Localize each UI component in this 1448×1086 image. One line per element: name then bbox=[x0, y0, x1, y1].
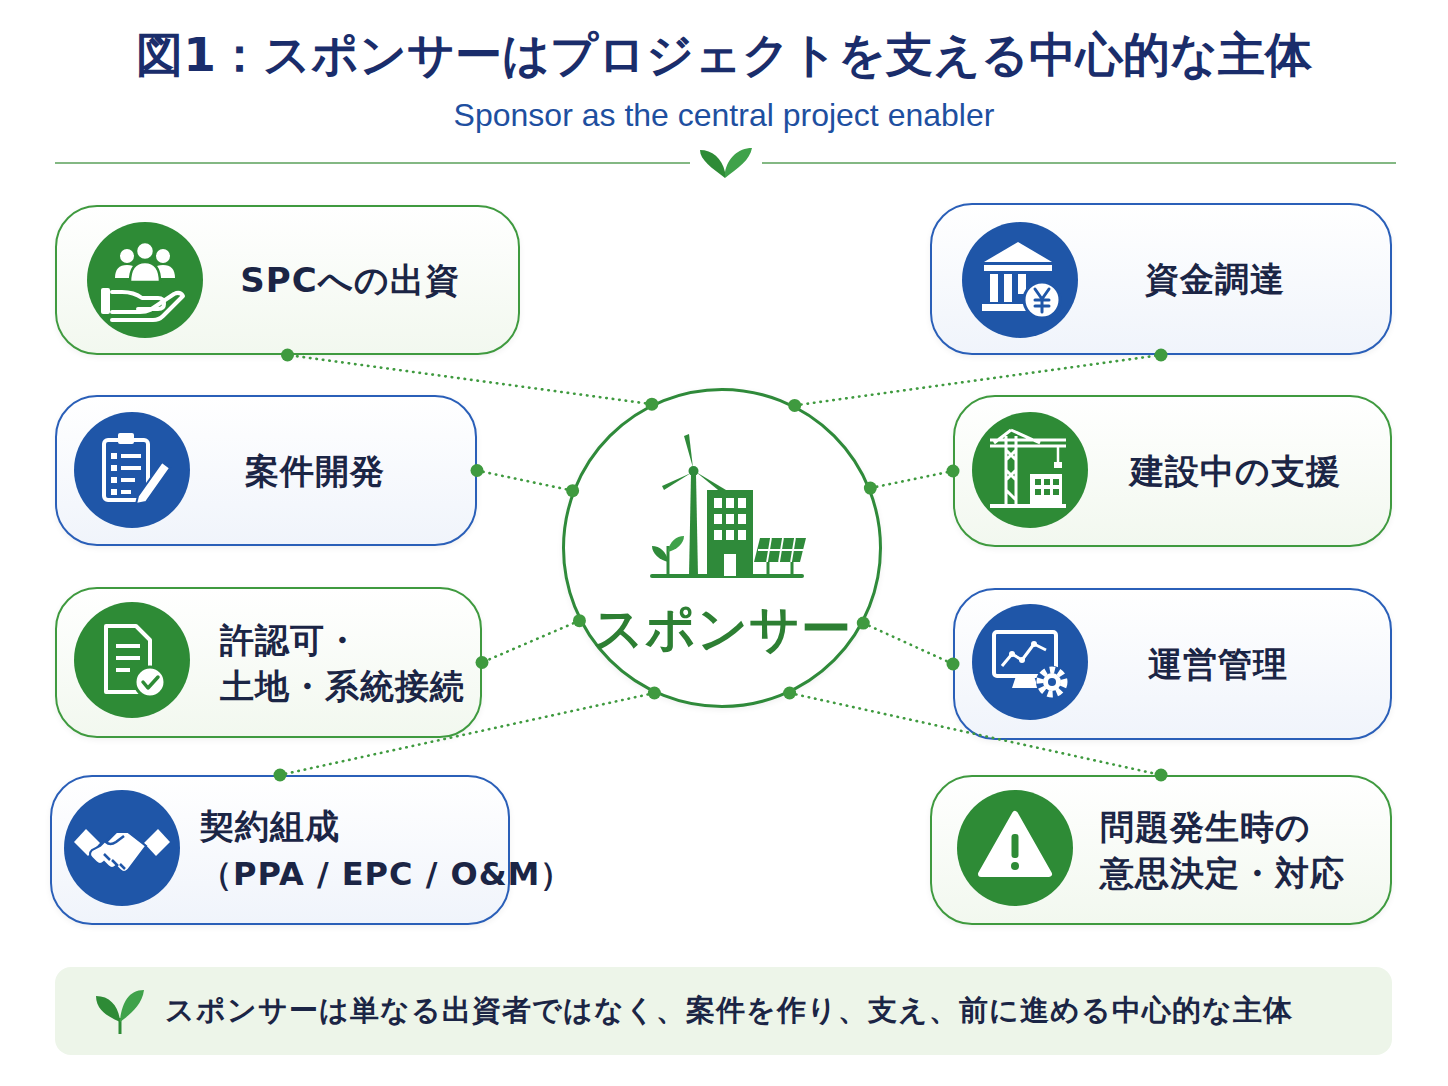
text-region: SPCへの出資 bbox=[212, 207, 488, 353]
connector-dot bbox=[783, 687, 796, 700]
summary-band: スポンサーは単なる出資者ではなく、案件を作り、支え、前に進める中心的な主体 bbox=[55, 967, 1392, 1055]
text-region: 契約組成（PPA / EPC / O&M） bbox=[200, 777, 498, 923]
connector-line bbox=[795, 355, 1161, 405]
dotted-connector bbox=[476, 614, 586, 669]
text-region: 案件開発 bbox=[202, 397, 428, 544]
connector-dot bbox=[1155, 769, 1168, 782]
connector-dot bbox=[947, 465, 960, 478]
dotted-connector bbox=[274, 687, 661, 782]
text-region: 問題発生時の 意思決定・対応 bbox=[1100, 777, 1370, 923]
connector-line bbox=[863, 623, 953, 664]
connector-dot bbox=[274, 769, 287, 782]
connector-dot bbox=[864, 482, 877, 495]
connector-line bbox=[288, 355, 652, 404]
dotted-connector bbox=[864, 465, 960, 495]
connector-line bbox=[477, 471, 573, 491]
role-box: SPCへの出資 bbox=[55, 205, 520, 355]
node-text: 案件開発 bbox=[245, 447, 385, 495]
dotted-connector bbox=[857, 617, 960, 671]
node-subtext: （PPA / EPC / O&M） bbox=[200, 850, 573, 898]
node-text: スポンサーは単なる出資者ではなく、案件を作り、支え、前に進める中心的な主体 bbox=[165, 991, 1293, 1031]
node-text: 運営管理 bbox=[1148, 640, 1288, 688]
text-region: スポンサーは単なる出資者ではなく、案件を作り、支え、前に進める中心的な主体 bbox=[165, 967, 1382, 1055]
role-box: 問題発生時の 意思決定・対応 bbox=[930, 775, 1392, 925]
dotted-connector bbox=[788, 349, 1167, 412]
node-text: 許認可・ 土地・系統接続 bbox=[220, 617, 470, 709]
dotted-connector bbox=[471, 464, 580, 497]
role-box: 運営管理 bbox=[953, 588, 1392, 740]
diagram-title: 図1：スポンサーはプロジェクトを支える中心的な主体 bbox=[0, 24, 1448, 87]
node-text: 建設中の支援 bbox=[1130, 447, 1341, 495]
text-region: 許認可・ 土地・系統接続 bbox=[220, 589, 466, 736]
connector-line bbox=[790, 693, 1161, 775]
text-region: スポンサー bbox=[565, 596, 879, 662]
connector-dot bbox=[788, 399, 801, 412]
connector-dot bbox=[645, 398, 658, 411]
connector-dot bbox=[857, 617, 870, 630]
connector-dot bbox=[566, 484, 579, 497]
node-text: SPCへの出資 bbox=[240, 256, 459, 304]
subtitle: Sponsor as the central project enabler bbox=[0, 97, 1448, 134]
node-text: 問題発生時の 意思決定・対応 bbox=[1100, 804, 1362, 896]
hub-circle: スポンサー bbox=[562, 388, 882, 708]
text-region: 建設中の支援 bbox=[1092, 397, 1378, 545]
role-box: 建設中の支援 bbox=[953, 395, 1392, 547]
connector-line bbox=[870, 471, 953, 488]
text-region: 運営管理 bbox=[1092, 590, 1343, 738]
node-text: スポンサー bbox=[593, 596, 852, 663]
connector-dot bbox=[471, 464, 484, 477]
role-box: 契約組成（PPA / EPC / O&M） bbox=[50, 775, 510, 925]
text-region: 資金調達 bbox=[1087, 205, 1343, 353]
connector-dot bbox=[1155, 349, 1168, 362]
connector-line bbox=[280, 693, 654, 775]
role-box: 案件開発 bbox=[55, 395, 477, 546]
dotted-connector bbox=[783, 687, 1167, 782]
connector-dot bbox=[648, 687, 661, 700]
connector-dot bbox=[947, 658, 960, 671]
divider bbox=[55, 148, 1396, 178]
connector-dot bbox=[573, 614, 586, 627]
connector-dot bbox=[476, 656, 489, 669]
connector-line bbox=[482, 621, 579, 663]
node-text: 資金調達 bbox=[1145, 255, 1285, 303]
connector-dot bbox=[281, 349, 294, 362]
role-box: 許認可・ 土地・系統接続 bbox=[55, 587, 482, 738]
node-text: 契約組成 bbox=[200, 802, 340, 850]
dotted-connector bbox=[281, 349, 658, 411]
role-box: 資金調達 bbox=[930, 203, 1392, 355]
